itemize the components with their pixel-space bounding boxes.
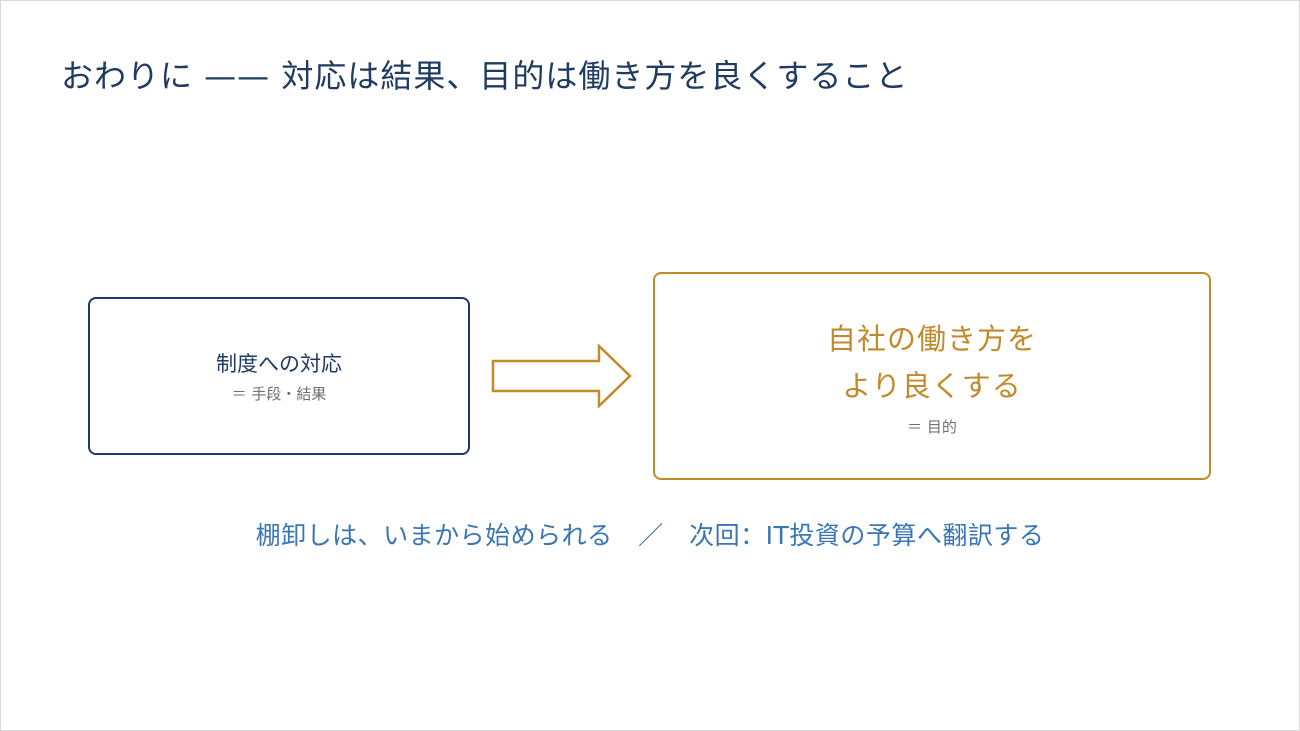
goal-box: 自社の働き方を より良くする ＝ 目的 bbox=[653, 272, 1211, 480]
means-box: 制度への対応 ＝ 手段・結果 bbox=[88, 297, 470, 455]
means-box-title: 制度への対応 bbox=[216, 351, 342, 376]
goal-box-subtitle: ＝ 目的 bbox=[907, 417, 957, 436]
right-arrow-icon bbox=[491, 344, 632, 408]
goal-box-title-line2: より良くする bbox=[842, 368, 1022, 403]
slide-title: おわりに —— 対応は結果、目的は働き方を良くすること bbox=[61, 57, 909, 95]
goal-box-title-line1: 自社の働き方を bbox=[826, 321, 1037, 356]
means-box-subtitle: ＝ 手段・結果 bbox=[231, 384, 327, 403]
footer-message: 棚卸しは、いまから始められる ／ 次回：IT投資の予算へ翻訳する bbox=[255, 521, 1045, 550]
